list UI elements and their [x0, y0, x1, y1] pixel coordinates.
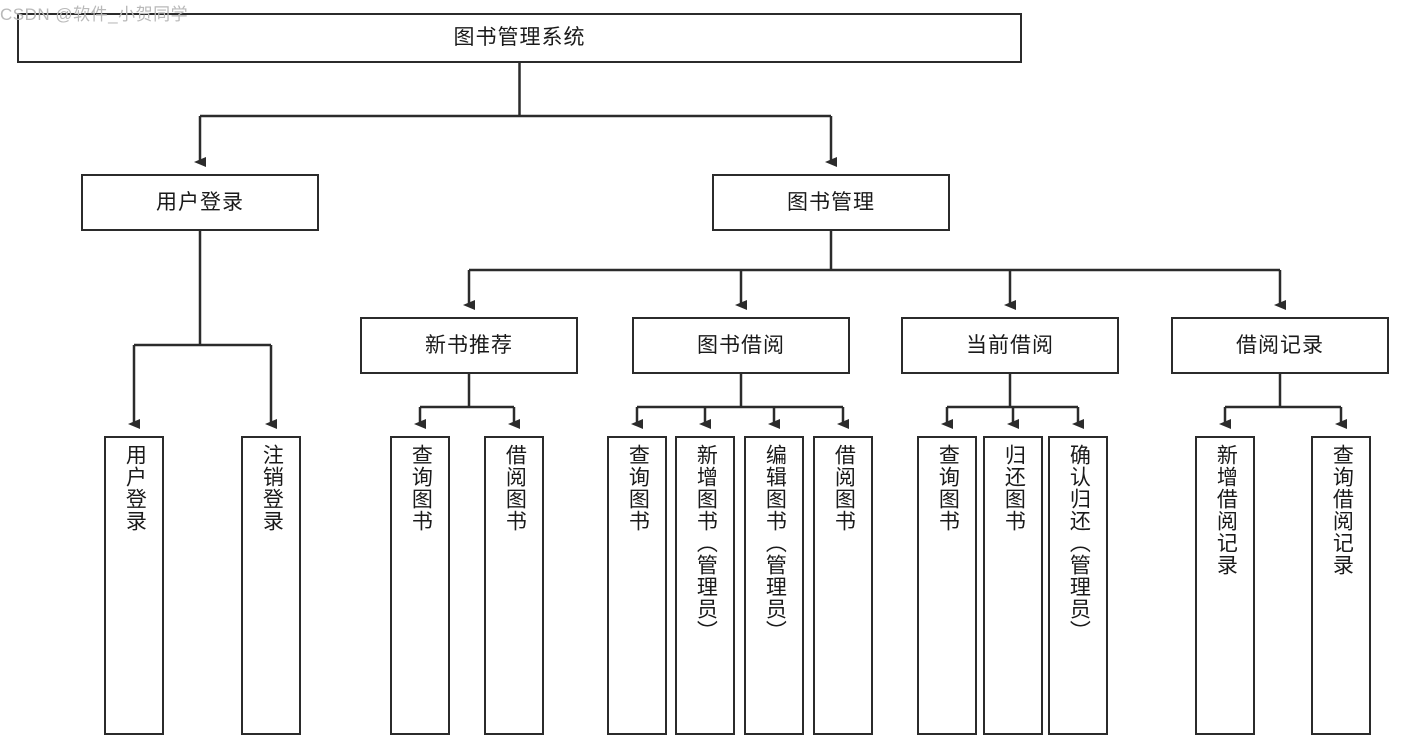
node-leaf-cur-return[interactable]: 归还图书 — [983, 436, 1043, 735]
node-leaf-bw-edit[interactable]: 编辑图书（管理员） — [744, 436, 804, 735]
node-label: 查询图书 — [626, 444, 650, 532]
node-label: 确认归还（管理员） — [1067, 444, 1091, 642]
node-newbook[interactable]: 新书推荐 — [360, 317, 578, 374]
node-label: 查询借阅记录 — [1330, 444, 1354, 576]
node-leaf-bw-borrow[interactable]: 借阅图书 — [813, 436, 873, 735]
node-label: 归还图书 — [1002, 444, 1026, 532]
node-leaf-cur-confirm[interactable]: 确认归还（管理员） — [1048, 436, 1108, 735]
node-label: 借阅记录 — [1236, 333, 1324, 357]
node-leaf-bw-add[interactable]: 新增图书（管理员） — [675, 436, 735, 735]
node-label: 当前借阅 — [966, 333, 1054, 357]
node-label: 注销登录 — [260, 444, 284, 532]
node-leaf-user-login[interactable]: 用户登录 — [104, 436, 164, 735]
node-leaf-bw-query[interactable]: 查询图书 — [607, 436, 667, 735]
node-label: 图书借阅 — [697, 333, 785, 357]
node-label: 借阅图书 — [503, 444, 527, 532]
node-leaf-cur-query[interactable]: 查询图书 — [917, 436, 977, 735]
node-label: 查询图书 — [409, 444, 433, 532]
node-borrow[interactable]: 图书借阅 — [632, 317, 850, 374]
watermark-text: CSDN @软件_小贺同学 — [0, 5, 189, 24]
node-root[interactable]: 图书管理系统 — [17, 13, 1022, 63]
node-label: 新增图书（管理员） — [694, 444, 718, 642]
node-records[interactable]: 借阅记录 — [1171, 317, 1389, 374]
node-current[interactable]: 当前借阅 — [901, 317, 1119, 374]
node-leaf-rec-query[interactable]: 查询借阅记录 — [1311, 436, 1371, 735]
node-label: 图书管理 — [787, 190, 875, 214]
node-label: 借阅图书 — [832, 444, 856, 532]
node-login[interactable]: 用户登录 — [81, 174, 319, 231]
node-leaf-nb-borrow[interactable]: 借阅图书 — [484, 436, 544, 735]
node-leaf-nb-query[interactable]: 查询图书 — [390, 436, 450, 735]
node-label: 用户登录 — [156, 190, 244, 214]
node-leaf-rec-add[interactable]: 新增借阅记录 — [1195, 436, 1255, 735]
node-bookmgmt[interactable]: 图书管理 — [712, 174, 950, 231]
node-label: 新增借阅记录 — [1214, 444, 1238, 576]
node-label: 查询图书 — [936, 444, 960, 532]
node-label: 编辑图书（管理员） — [763, 444, 787, 642]
node-label: 图书管理系统 — [453, 26, 586, 50]
node-leaf-user-logout[interactable]: 注销登录 — [241, 436, 301, 735]
node-label: 用户登录 — [123, 444, 147, 532]
node-label: 新书推荐 — [425, 333, 513, 357]
